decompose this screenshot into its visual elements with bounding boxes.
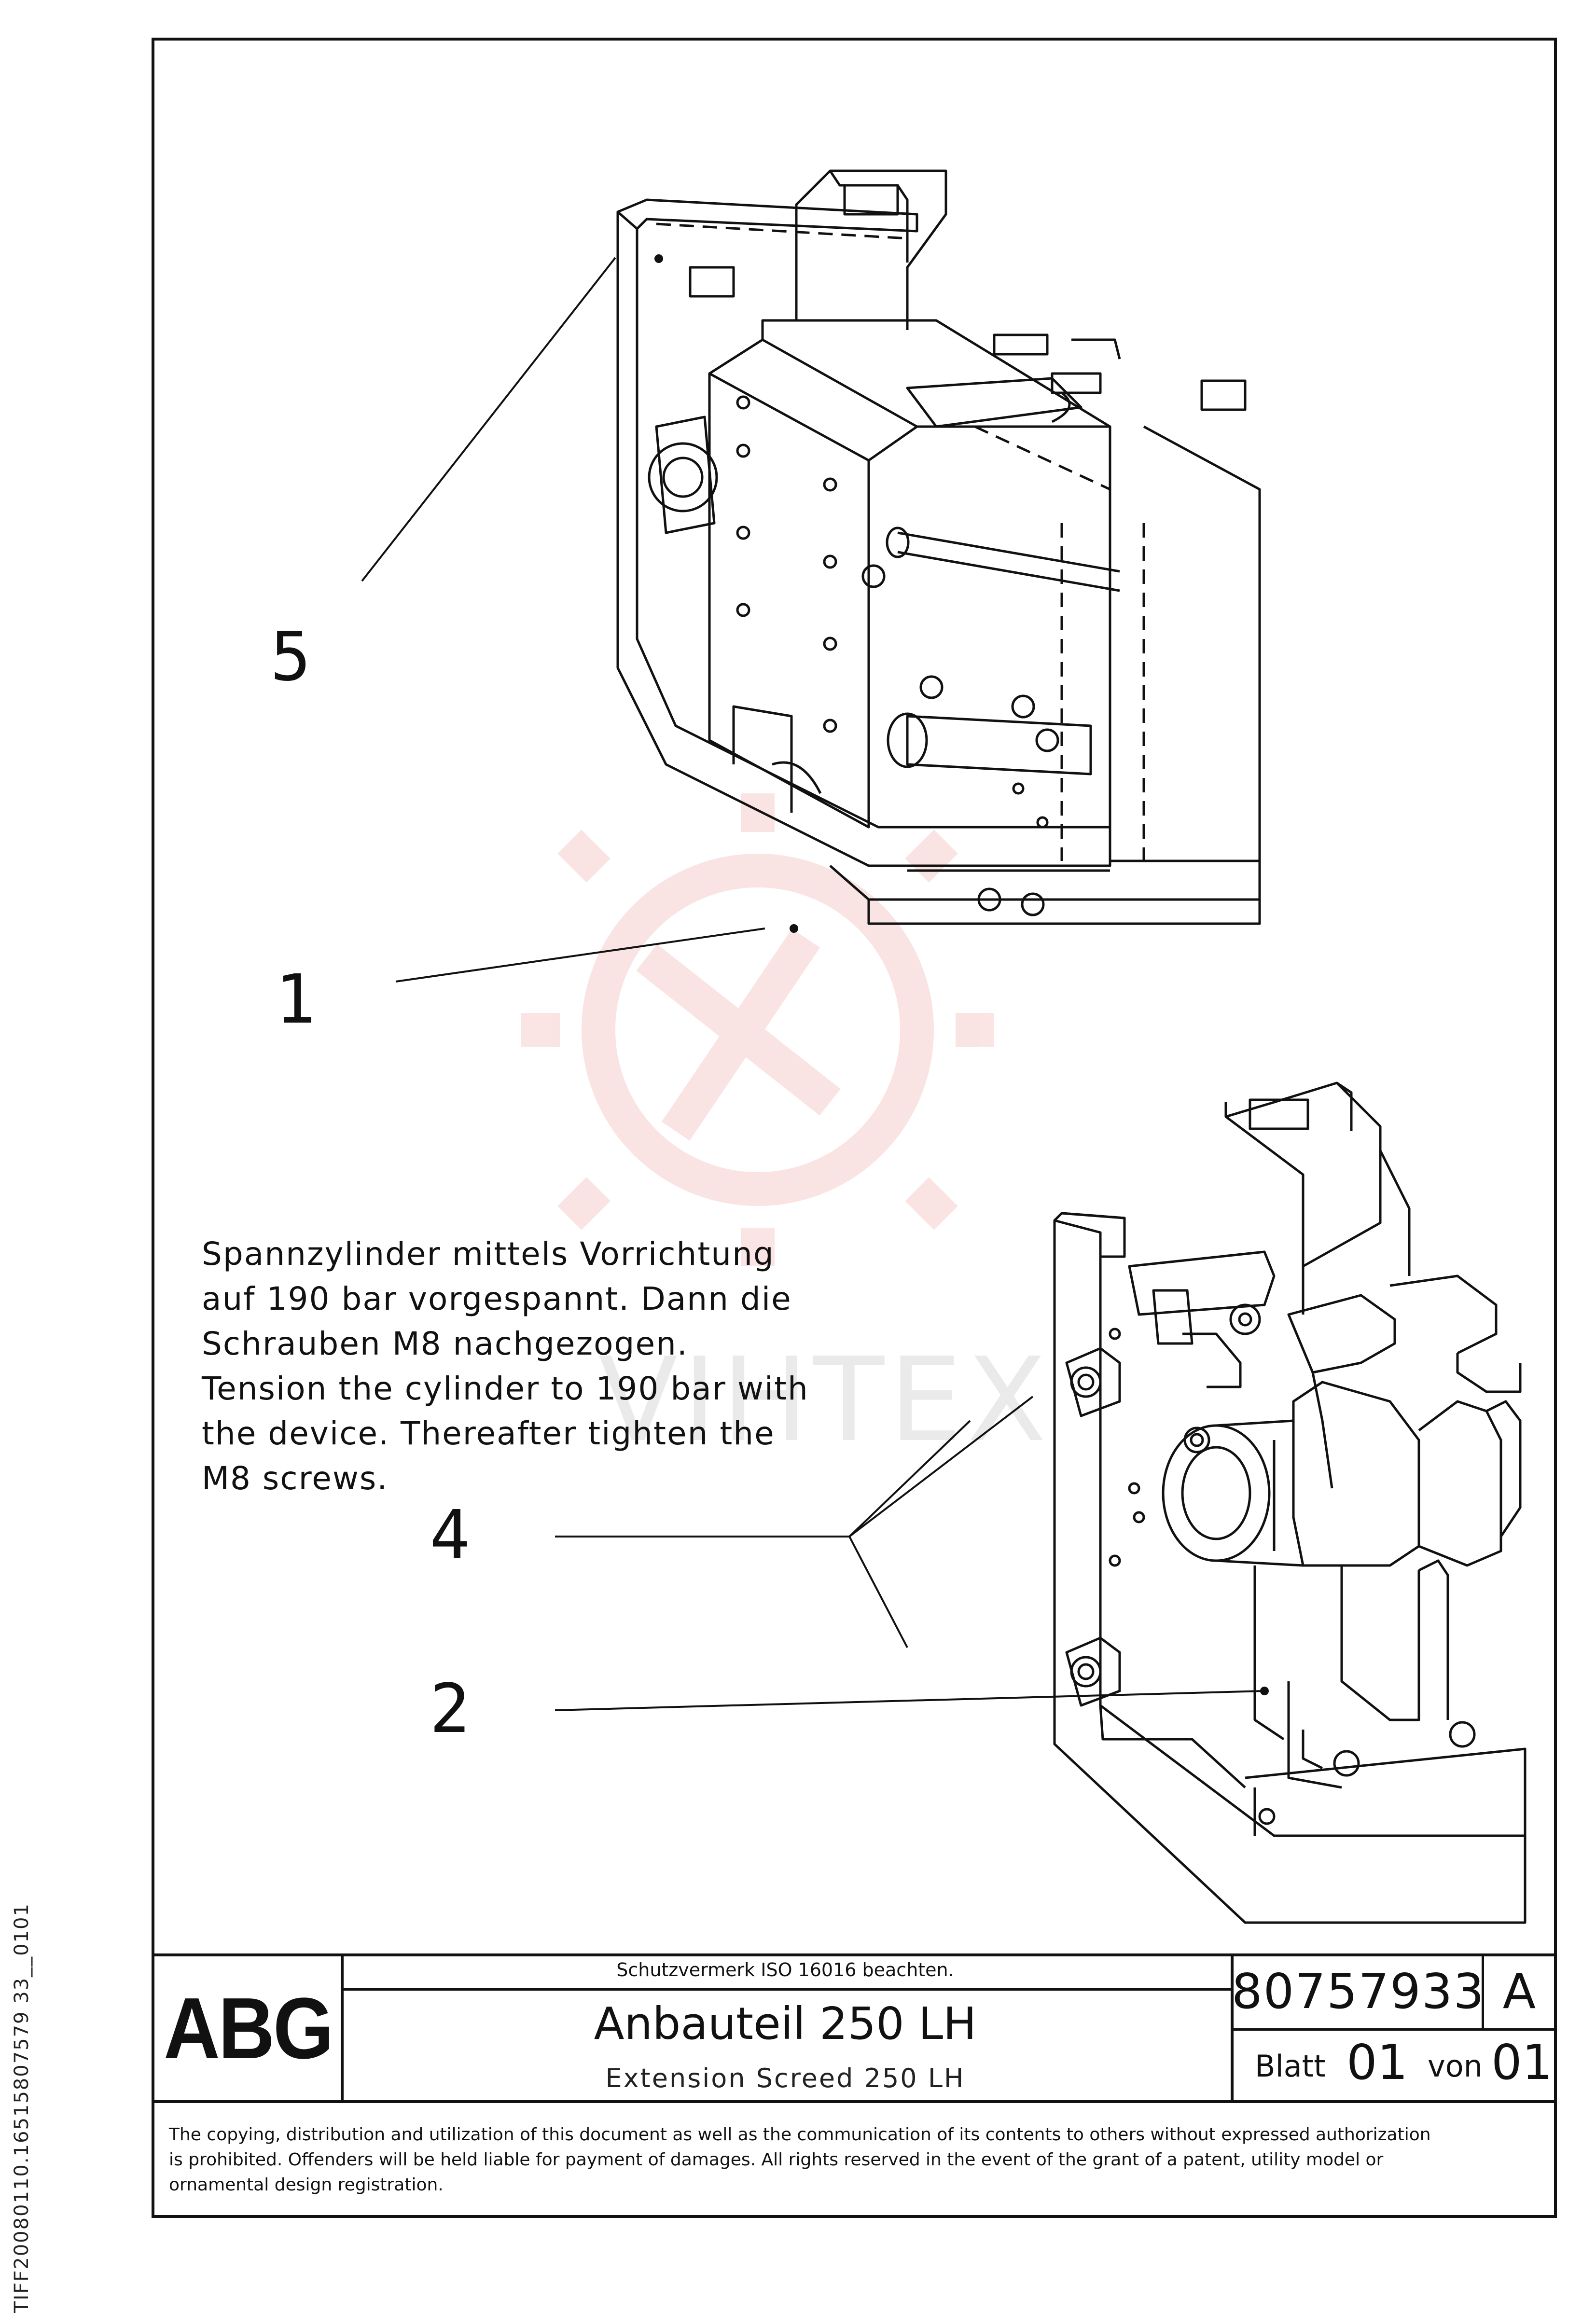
document-number: 80757933 (1232, 1963, 1485, 2020)
watermark-text: VIHTEX (598, 1332, 1051, 1468)
assembly-note: Spannzylinder mittels Vorrichtung auf 19… (202, 1232, 829, 1501)
caution-text: Schutzvermerk ISO 16016 beachten. (616, 1959, 954, 1981)
note-line: Tension the cylinder to 190 bar with (202, 1370, 809, 1407)
abg-logo: ABG (164, 1980, 334, 2077)
of-label: von (1428, 2049, 1483, 2084)
sheet-number: 01 (1346, 2034, 1408, 2091)
lower-assembly-view (1053, 1081, 1527, 1924)
legal-line: is prohibited. Offenders will be held li… (169, 2150, 1384, 2170)
leader-line-2 (555, 1690, 1265, 1711)
note-line: Spannzylinder mittels Vorrichtung (202, 1235, 775, 1273)
title-block (152, 1953, 1557, 2218)
leader-line-1 (395, 928, 765, 983)
note-line: M8 screws. (202, 1460, 389, 1497)
technical-drawing: VIHTEX (361, 169, 1527, 1924)
watermark-gear-icon (521, 793, 994, 1266)
callout-1: 1 (275, 960, 316, 1039)
callout-4: 4 (430, 1496, 471, 1575)
note-line: the device. Thereafter tighten the (202, 1415, 775, 1452)
legal-line: ornamental design registration. (169, 2175, 444, 2195)
legal-notice: The copying, distribution and utilizatio… (169, 2122, 1540, 2198)
sheet-label: Blatt (1255, 2049, 1326, 2084)
upper-assembly-view (616, 169, 1261, 925)
revision-letter: A (1502, 1963, 1536, 2020)
drawing-frame (152, 38, 1557, 2218)
legal-line: The copying, distribution and utilizatio… (169, 2125, 1431, 2145)
side-reference-text: TIFF20080110.16515807579 33__0101 (11, 1903, 33, 2313)
callout-2: 2 (430, 1670, 471, 1748)
sheet-total: 01 (1491, 2034, 1553, 2091)
title-german: Anbauteil 250 LH (594, 1998, 977, 2050)
callout-5: 5 (270, 618, 311, 696)
note-line: auf 190 bar vorgespannt. Dann die (202, 1280, 792, 1317)
note-line: Schrauben M8 nachgezogen. (202, 1325, 688, 1362)
title-english: Extension Screed 250 LH (605, 2063, 965, 2093)
leader-line-5 (361, 257, 616, 582)
